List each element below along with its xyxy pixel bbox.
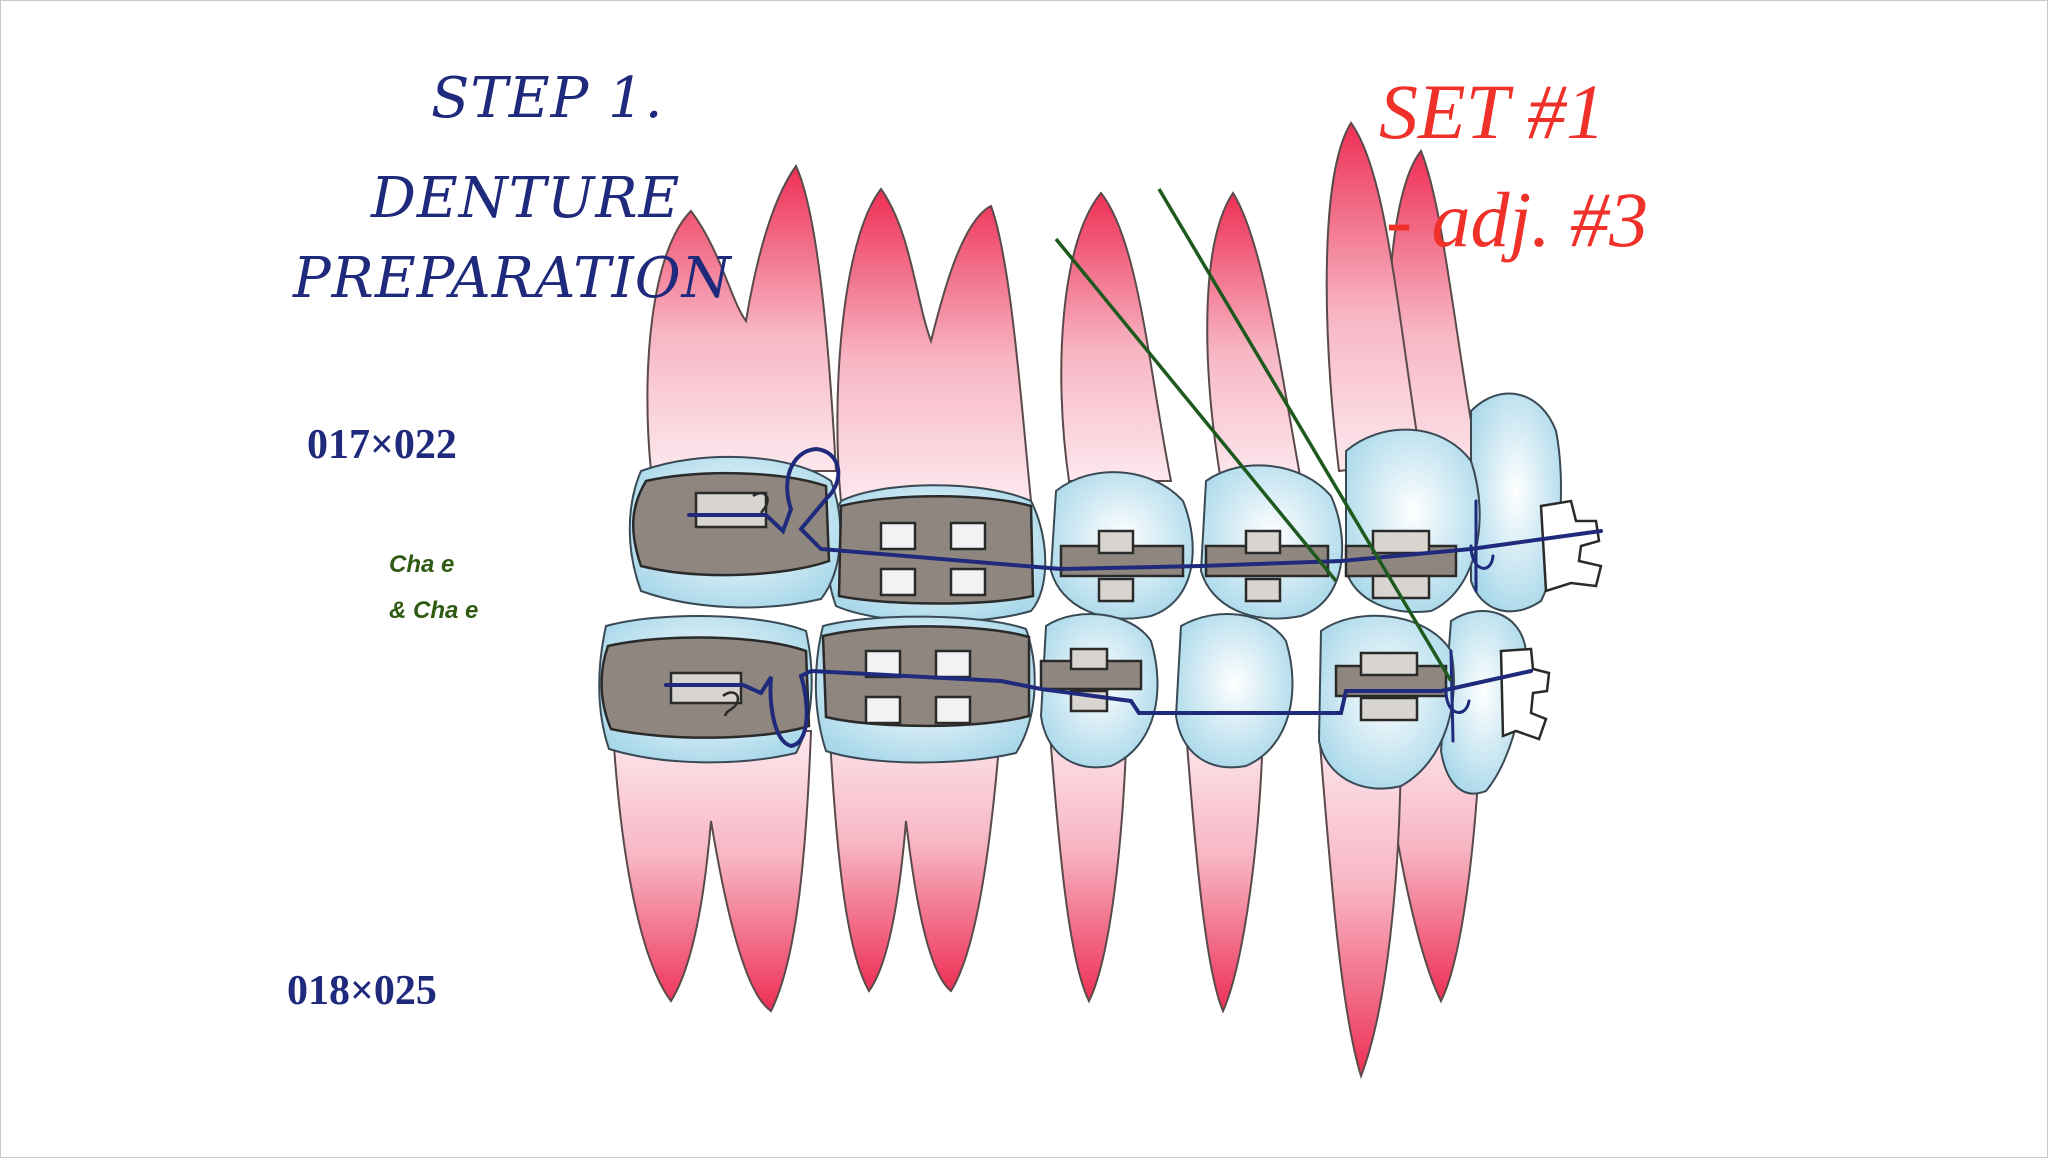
brackets [864,499,1603,741]
bracket-lower-premolar-1 [1039,647,1143,713]
upper-archwire [687,446,1603,572]
upper-roots [646,121,1503,502]
upper-band-1 [837,495,1035,605]
lower-molar-root-1 [827,720,1003,993]
elastic-line-2 [1157,188,1453,682]
molar-markers [722,491,769,717]
lower-roots [611,720,1483,1080]
lower-canine-root [1317,730,1403,1080]
lower-tube [669,671,743,705]
bracket-lower-incisor [1499,647,1551,741]
bracket-upper-premolar-1 [1059,529,1185,603]
bracket-upper-premolar-2 [1204,529,1330,603]
set-label-line-2: - adj. #3 [1386,176,1649,263]
upper-premolar-root-1 [1060,191,1173,482]
lower-premolar-root-2 [1184,730,1265,1014]
title-line-1: STEP 1. [431,66,664,131]
credit-line-2: & Cha e [389,597,479,624]
title-line-2: DENTURE [371,166,681,231]
title-line-3: PREPARATION [293,246,732,311]
lower-premolar-crown-2 [1174,613,1294,769]
credit-line-1: Cha e [389,551,455,578]
bracket-upper-incisor [1539,499,1603,593]
elastic-line-1 [1054,237,1338,583]
buccal-tubes [669,491,768,705]
set-label-line-1: SET #1 [1379,68,1606,155]
upper-molar-root-1 [836,187,1033,502]
upper-tube [694,491,768,529]
bracket-upper-molar-1 [879,521,987,597]
elastic-lines [1054,188,1453,682]
lower-wire-size: 018×025 [287,968,437,1014]
upper-canine-root [1325,121,1423,473]
archwires [664,446,1603,749]
lower-archwire [664,668,1533,749]
upper-molar-root-2 [646,164,838,472]
lower-molar-root-2 [611,730,813,1013]
upper-wire-size: 017×022 [307,422,457,468]
lower-premolar-root-1 [1047,720,1129,1004]
upper-premolar-root-2 [1206,191,1303,482]
